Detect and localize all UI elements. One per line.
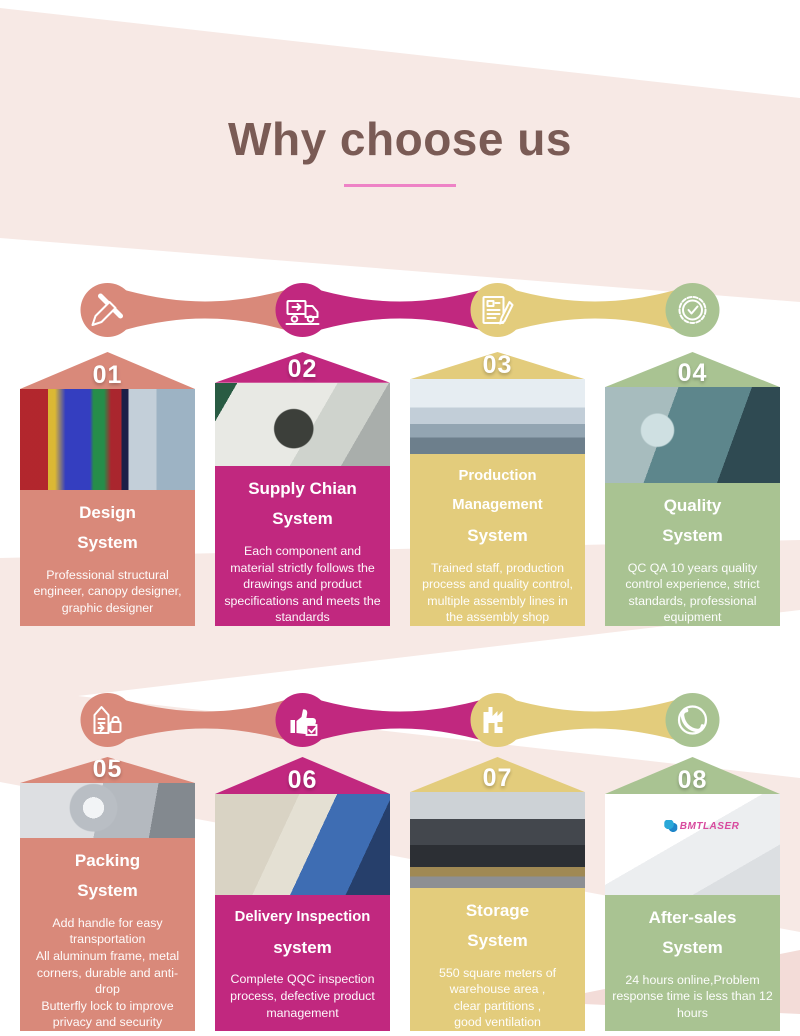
card-storage-system: 07 Storage System 550 square meters of w…	[410, 757, 585, 1031]
card-number-arrow: 01	[20, 352, 195, 389]
title-underline	[344, 184, 456, 187]
card-title-line2: System	[467, 930, 528, 950]
card-title-line1: After-sales	[648, 908, 737, 927]
butterfly-logo-icon	[663, 820, 677, 832]
card-body: Quality System QC QA 10 years quality co…	[605, 483, 780, 626]
cards-row-1: 01 Design System Professional structural…	[20, 352, 780, 626]
card-photo	[605, 387, 780, 484]
card-delivery-inspection-system: 06 Delivery Inspection system Complete Q…	[215, 757, 390, 1031]
card-photo	[215, 794, 390, 895]
brand-logo: BMTLASER	[663, 820, 740, 832]
card-number: 01	[92, 361, 123, 389]
card-number-arrow: 05	[20, 757, 195, 783]
card-number: 05	[92, 755, 123, 783]
connector	[497, 285, 693, 335]
card-photo	[410, 379, 585, 454]
card-photo: BMTLASER	[605, 794, 780, 895]
card-number-arrow: 03	[410, 351, 585, 380]
icon-circle	[665, 693, 720, 747]
card-quality-system: 04 Quality System QC QA 10 years quality…	[605, 352, 780, 626]
connector	[107, 695, 303, 745]
card-body: Supply Chian System Each component and m…	[215, 466, 390, 626]
card-body: Production Management System Trained sta…	[410, 453, 585, 626]
cards-row-2: 05 Packing System Add handle for easy tr…	[20, 757, 780, 1031]
connector	[107, 285, 303, 335]
card-number: 04	[677, 359, 708, 388]
card-description: Each component and material strictly fol…	[224, 543, 381, 625]
card-title-line2: system	[273, 937, 332, 957]
process-icons-row-2	[80, 693, 720, 747]
brand-logo-text: BMTLASER	[679, 820, 740, 832]
card-description: Trained staff, production process and qu…	[422, 560, 573, 625]
connector	[302, 285, 498, 335]
card-photo	[215, 382, 390, 467]
card-number: 03	[482, 351, 513, 380]
page-title: Why choose us	[228, 113, 572, 165]
card-title-line2: System	[662, 937, 723, 957]
card-photo	[20, 783, 195, 839]
card-description: QC QA 10 years quality control experienc…	[625, 560, 760, 625]
card-number: 06	[287, 766, 318, 794]
icon-circle	[665, 283, 720, 337]
card-photo	[410, 792, 585, 889]
card-description: 24 hours online,Problem response time is…	[612, 972, 773, 1020]
card-number-arrow: 02	[215, 352, 390, 383]
card-after-sales-system: 08 BMTLASER After-sales System 24 hours …	[605, 757, 780, 1031]
card-number-arrow: 04	[605, 352, 780, 388]
connector	[302, 695, 498, 745]
card-title-line2: System	[467, 525, 528, 545]
card-description: Complete QQC inspection process, defecti…	[230, 972, 375, 1020]
card-description: 550 square meters of warehouse area , cl…	[438, 965, 557, 1030]
card-title-line2: System	[77, 880, 138, 900]
card-packing-system: 05 Packing System Add handle for easy tr…	[20, 757, 195, 1031]
card-title-line1: Delivery Inspection	[234, 909, 371, 925]
card-title-line1: Quality	[663, 496, 722, 516]
card-title-line2: System	[77, 532, 138, 552]
card-title-line1: Supply Chian	[248, 479, 357, 499]
card-body: Delivery Inspection system Complete QQC …	[215, 895, 390, 1031]
card-number: 07	[482, 764, 513, 793]
card-title-line2: System	[662, 525, 723, 545]
card-production-management-system: 03 Production Management System Trained …	[410, 352, 585, 626]
card-number-arrow: 07	[410, 757, 585, 793]
card-title-line1: Storage	[465, 901, 530, 921]
section-header: Why choose us	[0, 112, 800, 166]
card-title-line1: Design	[79, 503, 136, 522]
card-design-system: 01 Design System Professional structural…	[20, 352, 195, 626]
card-title-line1: Production Management	[452, 467, 543, 514]
card-supply-chain-system: 02 Supply Chian System Each component an…	[215, 352, 390, 626]
card-number-arrow: 06	[215, 757, 390, 794]
card-photo	[20, 389, 195, 490]
card-body: Packing System Add handle for easy trans…	[20, 838, 195, 1031]
icon-circle	[275, 283, 330, 337]
card-description: Add handle for easy transportation All a…	[35, 915, 180, 1030]
card-title-line2: System	[272, 509, 333, 529]
card-description: Professional structural engineer, canopy…	[33, 567, 182, 615]
card-body: Storage System 550 square meters of ware…	[410, 888, 585, 1031]
process-icons-row-1	[80, 283, 720, 337]
card-body: After-sales System 24 hours online,Probl…	[605, 895, 780, 1031]
card-title-line1: Packing	[74, 851, 141, 871]
card-body: Design System Professional structural en…	[20, 490, 195, 626]
card-number: 08	[677, 766, 708, 794]
card-number-arrow: 08	[605, 757, 780, 794]
card-number: 02	[287, 354, 318, 383]
connector	[497, 695, 693, 745]
